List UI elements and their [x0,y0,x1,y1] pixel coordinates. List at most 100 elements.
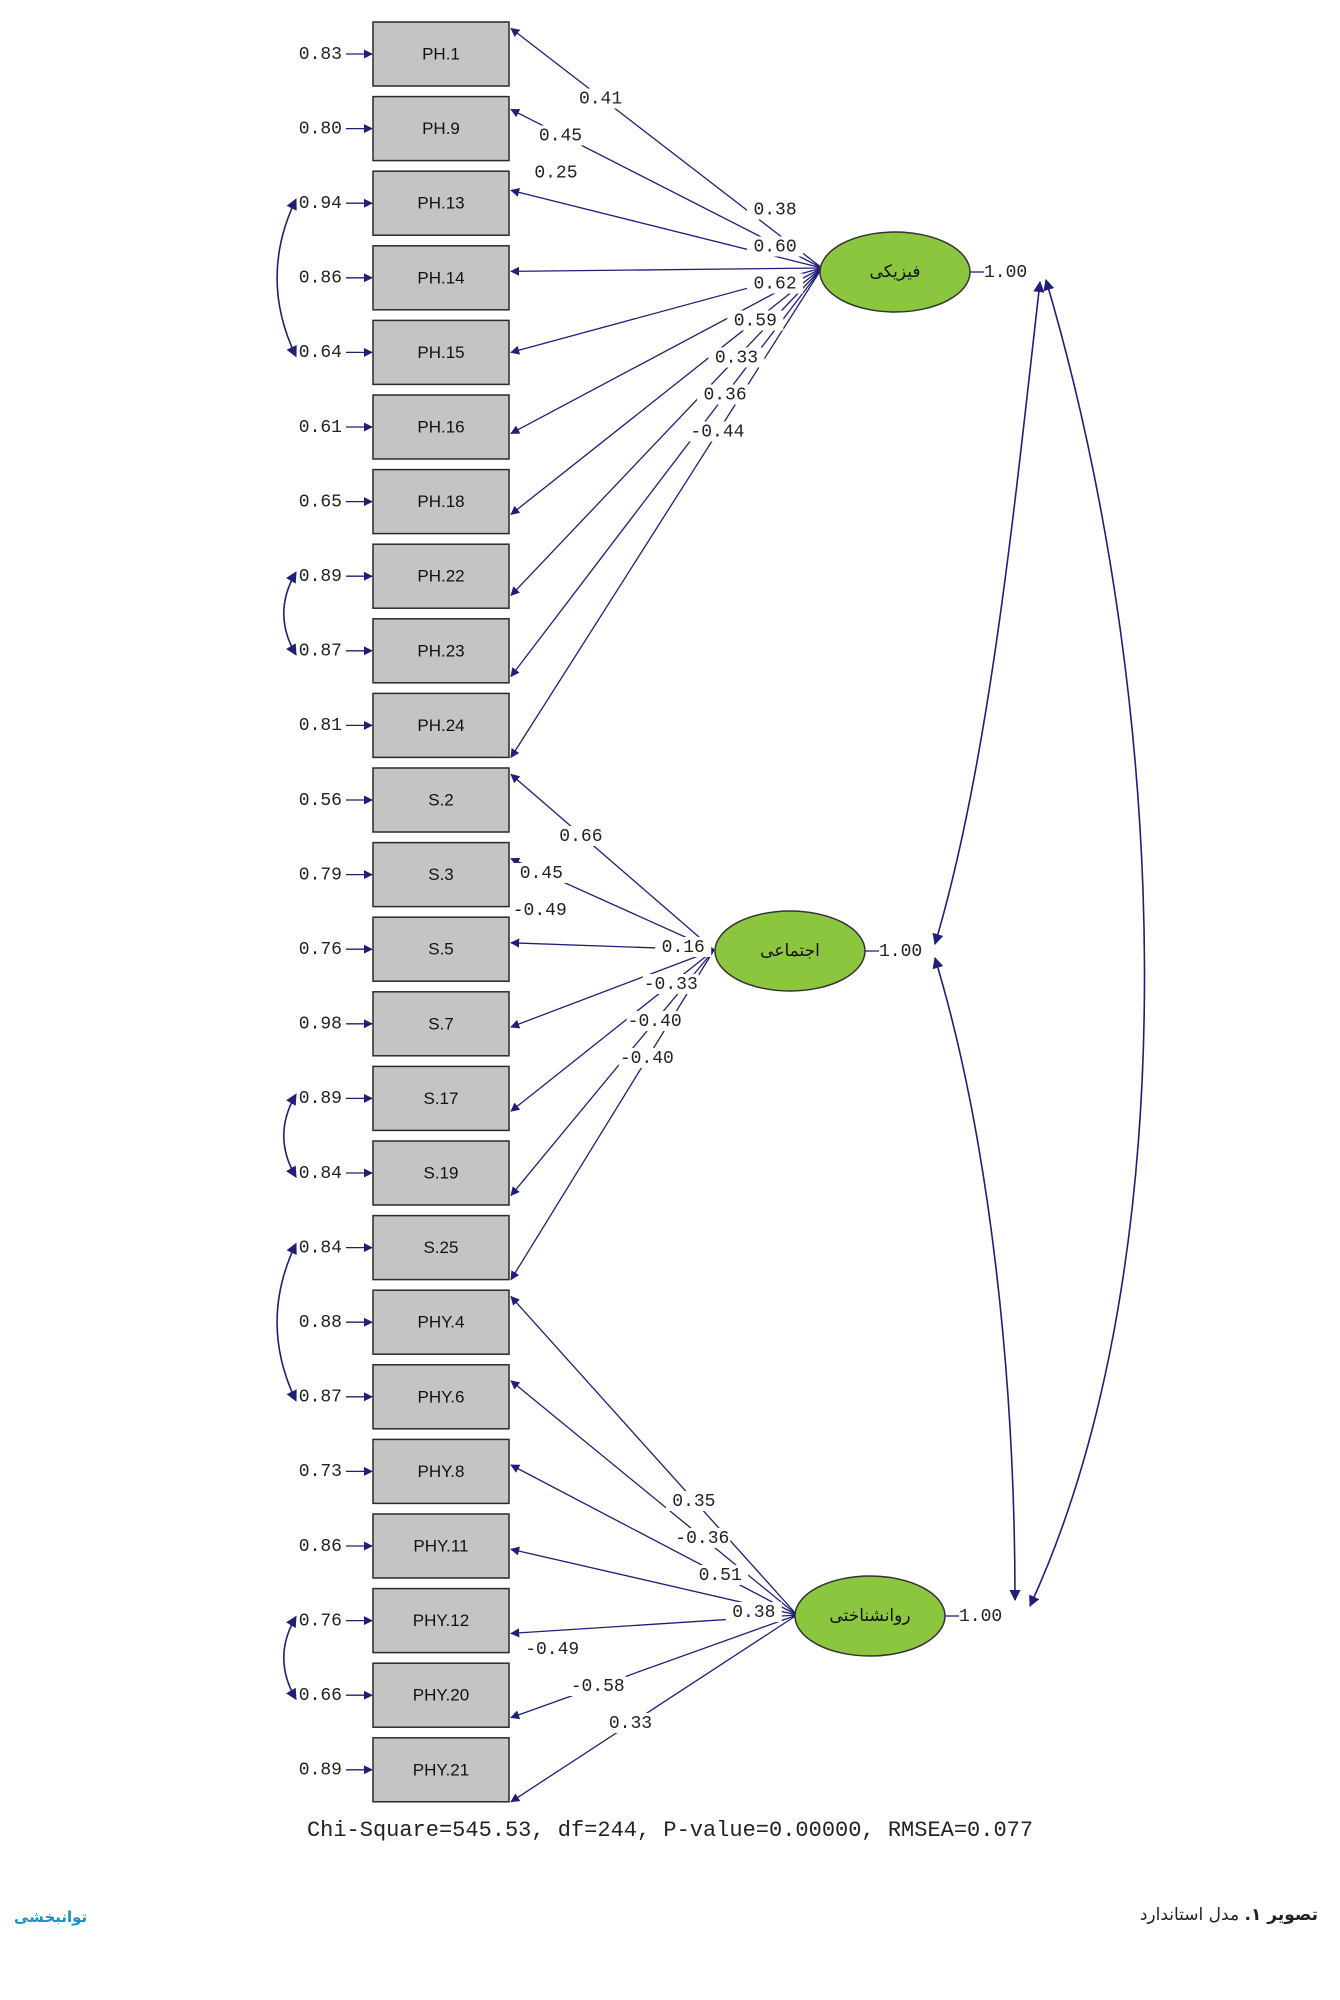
indicator-PH.24: PH.24 0.81 [299,692,510,759]
loading-label-bg [692,1565,749,1585]
loading-label: 0.33 [715,348,758,368]
loading-label-bg [747,273,804,294]
error-variance-label: 0.61 [299,418,342,438]
indicator-PH.9: PH.90.80 [299,95,510,162]
error-variance-label: 0.87 [299,1388,342,1408]
indicator-label: PHY.21 [413,1760,469,1779]
indicator-box [372,95,510,162]
indicator-box [372,692,510,759]
error-variance-label: 0.79 [299,865,342,885]
indicator-PHY.20: PHY.200.66 [299,1662,510,1728]
error-variance-label: 0.56 [299,791,342,811]
figure-caption-number: تصویر ۱. [1244,1905,1318,1925]
loading-label: 0.25 [534,163,577,183]
indicator-label: PHY.4 [418,1313,465,1332]
indicator-label: PH.16 [417,417,464,436]
error-covariance-arrow [276,1242,297,1402]
indicator-box [372,245,510,311]
latent-soc: اجتماعی [714,910,879,992]
loading-label: 0.59 [734,311,777,331]
indicator-PH.16: PH.16 0.61 [299,394,510,460]
indicator-box [372,1737,510,1803]
loading-label: -0.40 [628,1012,682,1032]
indicator-box [372,394,510,460]
error-variance-label: 0.87 [299,642,342,662]
indicator-S.17: S.170.89 [299,1065,510,1132]
fit-statistics: Chi-Square=545.53, df=244, P-value=0.000… [306,1818,1034,1843]
loading-path [510,773,715,951]
loading-label-bg [552,826,609,846]
indicator-PHY.8: PHY.80.73 [299,1438,510,1505]
loading-label: 0.45 [520,864,563,884]
loading-label-bg [618,1048,675,1068]
error-variance-label: 0.86 [299,1537,342,1557]
indicator-PH.22: PH.220.89 [299,543,510,609]
loading-label: -0.58 [571,1677,625,1697]
loading-label-bg [602,1713,659,1733]
indicator-label: S.2 [428,790,454,809]
error-variance-label: 0.64 [299,343,342,363]
indicator-box [372,1065,510,1132]
error-variance-label: 0.89 [299,1761,342,1781]
loading-label: 0.51 [699,1566,742,1586]
error-variance-label: 0.81 [299,716,342,736]
indicator-label: PH.14 [417,268,464,287]
loading-label: -0.36 [675,1529,729,1549]
indicator-box [372,1364,510,1430]
error-variance-label: 0.84 [299,1164,342,1184]
indicator-box [372,21,510,87]
indicator-label: PHY.12 [413,1611,469,1630]
indicator-box [372,1438,510,1505]
indicator-label: PHY.8 [418,1462,465,1481]
loading-label: 0.16 [662,938,705,958]
error-variance-label: 0.76 [299,940,342,960]
loading-label: -0.49 [513,901,567,921]
indicator-PHY.21: PHY.21 0.89 [299,1737,510,1803]
indicator-S.2: S.2 0.56 [299,767,510,833]
loading-label-bg [524,1639,581,1659]
factor-covariance-phys-psy [1029,278,1146,1608]
latent-label: اجتماعی [760,941,820,961]
indicator-PH.14: PH.14 0.86 [299,245,510,311]
error-covariance-arrow [282,571,297,656]
loading-label-bg [532,125,589,146]
indicator-label: PH.18 [417,492,464,511]
indicator-label: PH.23 [417,641,464,660]
latent-psy: روانشناختی [794,1575,959,1657]
indicator-label: PH.15 [417,343,464,362]
loading-label-bg [527,162,584,183]
loading-path [510,267,823,678]
journal-logo: توانبخشی [14,1908,88,1926]
factor-covariance-soc-psy [932,956,1021,1602]
loading-path [510,266,823,276]
error-variance-label: 0.65 [299,492,342,512]
indicator-box [372,991,510,1057]
loading-path [510,949,715,1281]
loading-path [510,949,715,1029]
figure-caption: تصویر ۱. مدل استاندارد [1140,1905,1318,1925]
error-variance-label: 0.86 [299,269,342,289]
indicator-box [372,1513,510,1579]
indicator-label: S.25 [424,1238,459,1257]
indicator-PH.18: PH.18 0.65 [299,468,510,535]
loading-label-bg [665,1491,722,1511]
loading-label: 0.33 [609,1714,652,1734]
loading-path [510,1614,798,1720]
indicator-label: PH.24 [417,716,464,735]
indicator-box [372,319,510,386]
indicator-label: S.3 [428,865,454,884]
error-variance-label: 0.94 [299,194,342,214]
loading-path [510,1614,798,1803]
loading-label-bg [708,347,765,368]
loading-label-bg [513,863,570,883]
loading-label: 0.38 [732,1603,775,1623]
indicator-S.5: S.50.76 [299,916,510,982]
indicator-label: PH.1 [422,44,460,63]
indicator-label: PHY.20 [413,1686,469,1705]
indicator-PHY.12: PHY.120.76 [299,1587,510,1654]
loading-label-bg [725,1602,782,1622]
indicator-PHY.4: PHY.40.88 [299,1289,510,1355]
indicator-label: PH.9 [422,119,460,138]
loading-path [510,27,823,269]
loading-path [510,267,823,434]
